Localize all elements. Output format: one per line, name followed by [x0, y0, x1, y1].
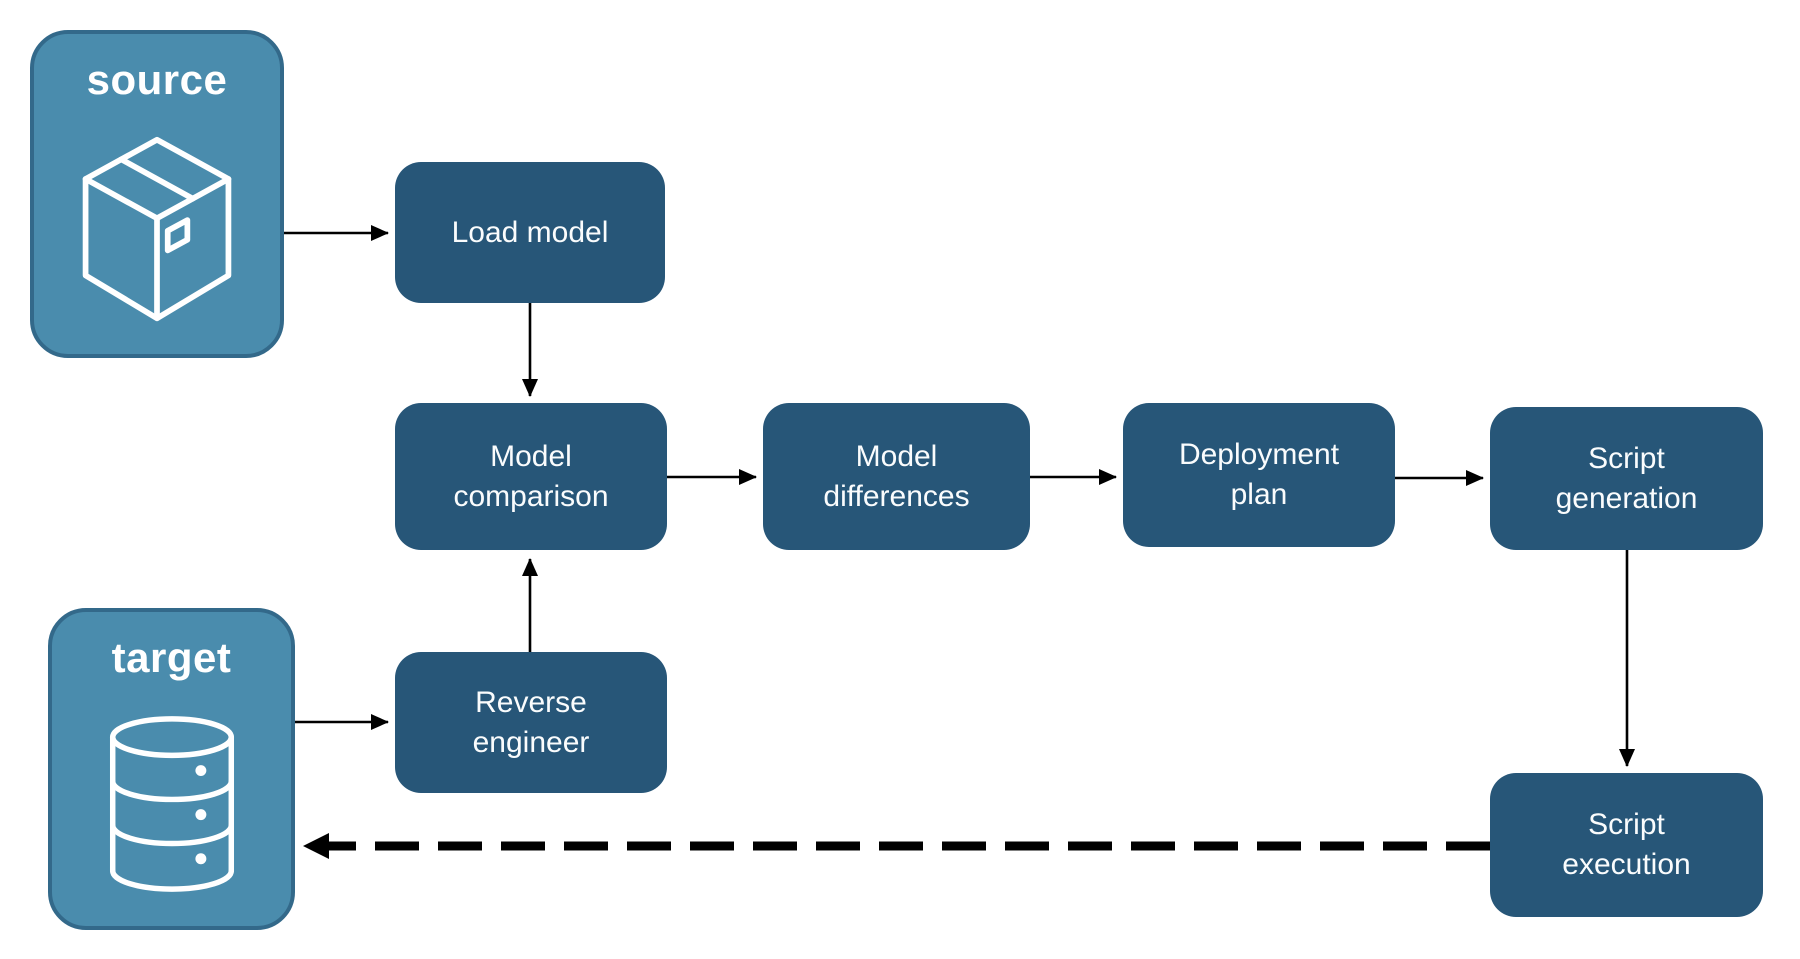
reverse-engineer-label: Reverse engineer	[472, 685, 590, 759]
package-icon	[34, 104, 280, 354]
node-target: target	[48, 608, 295, 930]
node-model-differences: Model differences	[763, 403, 1030, 550]
target-label: target	[111, 634, 232, 681]
node-source: source	[30, 30, 284, 358]
node-deployment-plan: Deployment plan	[1123, 403, 1395, 547]
source-label: source	[86, 56, 228, 103]
node-load-model: Load model	[395, 162, 665, 303]
node-model-comparison: Model comparison	[395, 403, 667, 550]
model-comparison-label: Model comparison	[453, 439, 609, 513]
model-differences-label: Model differences	[823, 439, 970, 513]
database-icon	[52, 682, 291, 926]
script-execution-label: Script execution	[1562, 808, 1691, 881]
node-script-generation: Script generation	[1490, 407, 1763, 550]
node-reverse-engineer: Reverse engineer	[395, 652, 667, 793]
deployment-plan-label: Deployment plan	[1178, 438, 1340, 511]
script-generation-label: Script generation	[1555, 441, 1698, 515]
node-script-execution: Script execution	[1490, 773, 1763, 917]
load-model-label: Load model	[451, 215, 609, 249]
